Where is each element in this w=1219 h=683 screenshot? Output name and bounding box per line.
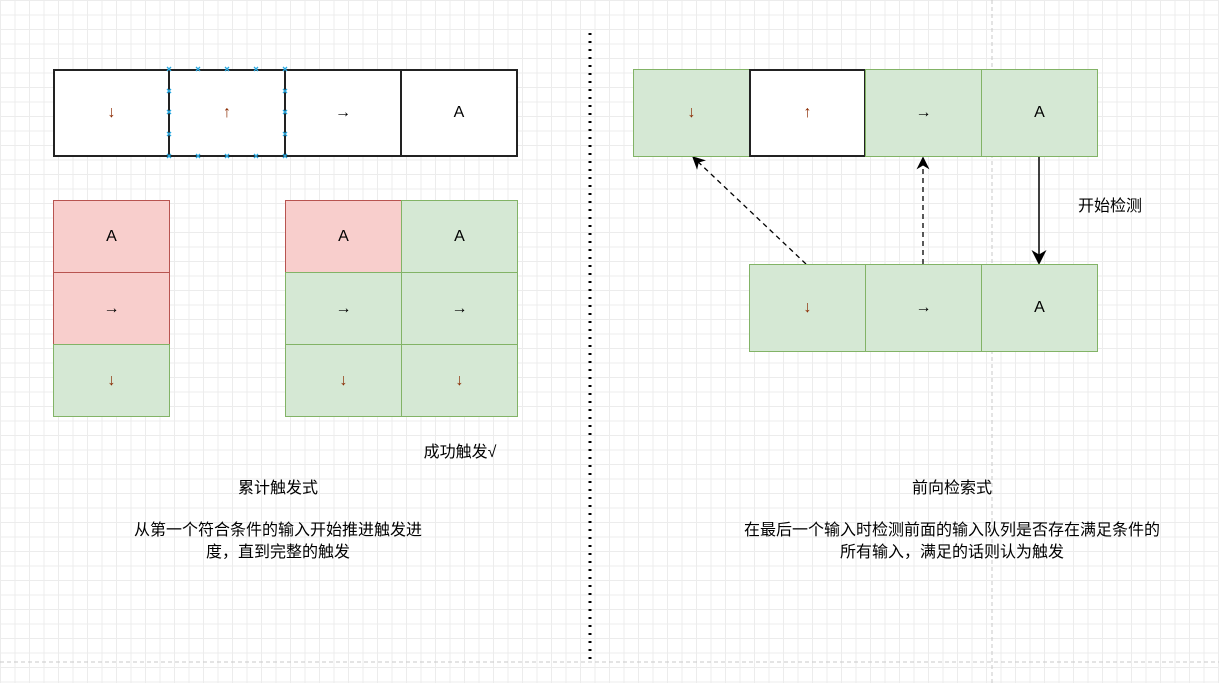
dashed-arrow-to-down[interactable] xyxy=(692,156,807,265)
left-title: 累计触发式 xyxy=(237,480,318,497)
left-top-cell-up-selected[interactable]: ↑ xyxy=(168,69,286,157)
success-label: 成功触发√ xyxy=(423,444,497,461)
right-desc-line-2: 所有输入，满足的话则认为触发 xyxy=(839,544,1064,561)
stack-cell-down[interactable]: ↓ xyxy=(53,344,170,417)
left-top-cell-a[interactable]: A xyxy=(400,69,518,157)
stack-cell-a[interactable]: A xyxy=(53,200,170,273)
left-top-cell-right[interactable]: → xyxy=(284,69,402,157)
left-top-cell-down[interactable]: ↓ xyxy=(53,69,170,157)
grid-cell-a-2[interactable]: A xyxy=(401,200,518,273)
right-bottom-cell-down[interactable]: ↓ xyxy=(749,264,866,352)
grid-cell-a-1[interactable]: A xyxy=(285,200,402,273)
right-top-cell-down[interactable]: ↓ xyxy=(633,69,750,157)
right-desc-line-1: 在最后一个输入时检测前面的输入队列是否存在满足条件的 xyxy=(743,522,1160,539)
right-bottom-cell-right[interactable]: → xyxy=(865,264,982,352)
grid-cell-right-1[interactable]: → xyxy=(285,272,402,345)
start-detect-label: 开始检测 xyxy=(1077,198,1142,215)
grid-cell-down-2[interactable]: ↓ xyxy=(401,344,518,417)
right-bottom-cell-a[interactable]: A xyxy=(981,264,1098,352)
right-top-cell-right[interactable]: → xyxy=(865,69,982,157)
right-top-cell-a[interactable]: A xyxy=(981,69,1098,157)
selection-handle-marks[interactable] xyxy=(166,66,288,159)
left-desc-line-1: 从第一个符合条件的输入开始推进触发进 xyxy=(133,522,422,539)
stack-cell-right[interactable]: → xyxy=(53,272,170,345)
left-description: 从第一个符合条件的输入开始推进触发进 度，直到完整的触发 xyxy=(100,520,456,564)
grid-cell-down-1[interactable]: ↓ xyxy=(285,344,402,417)
left-desc-line-2: 度，直到完整的触发 xyxy=(205,544,350,561)
right-description: 在最后一个输入时检测前面的输入队列是否存在满足条件的 所有输入，满足的话则认为触… xyxy=(700,520,1204,564)
grid-cell-right-2[interactable]: → xyxy=(401,272,518,345)
right-title: 前向检索式 xyxy=(911,480,992,497)
